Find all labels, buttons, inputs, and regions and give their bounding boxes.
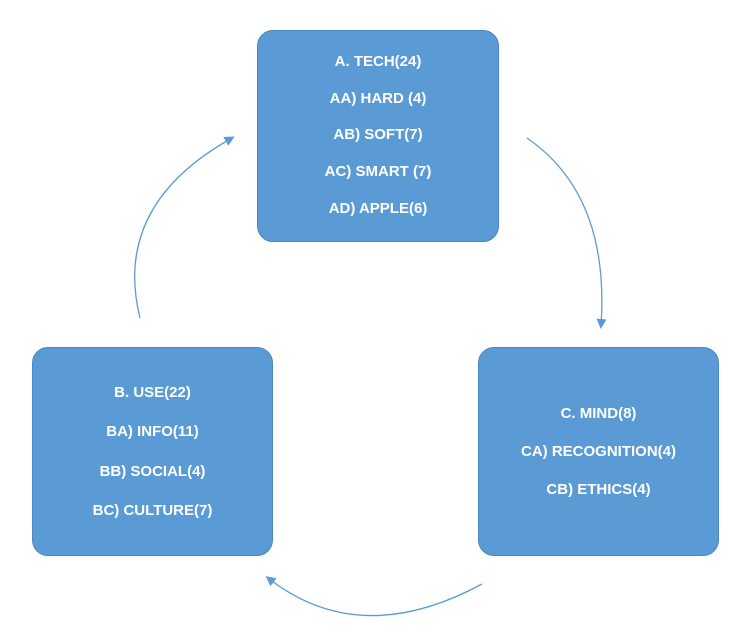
node-use-title: B. USE(22) xyxy=(114,384,191,402)
node-mind-item-ethics: CB) ETHICS(4) xyxy=(546,481,651,498)
node-mind-item-recognition: CA) RECOGNITION(4) xyxy=(521,443,676,460)
node-use-item-info: BA) INFO(11) xyxy=(106,423,199,441)
node-use-item-culture: BC) CULTURE(7) xyxy=(92,501,213,519)
node-tech-item-apple: AD) APPLE(6) xyxy=(328,200,428,218)
node-tech-item-smart: AC) SMART (7) xyxy=(324,163,432,181)
arrow-mind-to-use xyxy=(265,576,483,617)
node-tech: A. TECH(24) AA) HARD (4) AB) SOFT(7) AC)… xyxy=(257,30,499,242)
node-use: B. USE(22) BA) INFO(11) BB) SOCIAL(4) BC… xyxy=(32,347,273,556)
node-use-item-social: BB) SOCIAL(4) xyxy=(99,462,206,480)
node-tech-item-hard: AA) HARD (4) xyxy=(329,89,427,107)
arrow-tech-to-mind xyxy=(526,137,607,329)
arrow-use-to-tech xyxy=(134,136,235,319)
node-mind: C. MIND(8) CA) RECOGNITION(4) CB) ETHICS… xyxy=(478,347,719,556)
node-tech-item-soft: AB) SOFT(7) xyxy=(333,126,423,144)
node-mind-title: C. MIND(8) xyxy=(560,405,637,422)
node-tech-title: A. TECH(24) xyxy=(334,52,422,70)
